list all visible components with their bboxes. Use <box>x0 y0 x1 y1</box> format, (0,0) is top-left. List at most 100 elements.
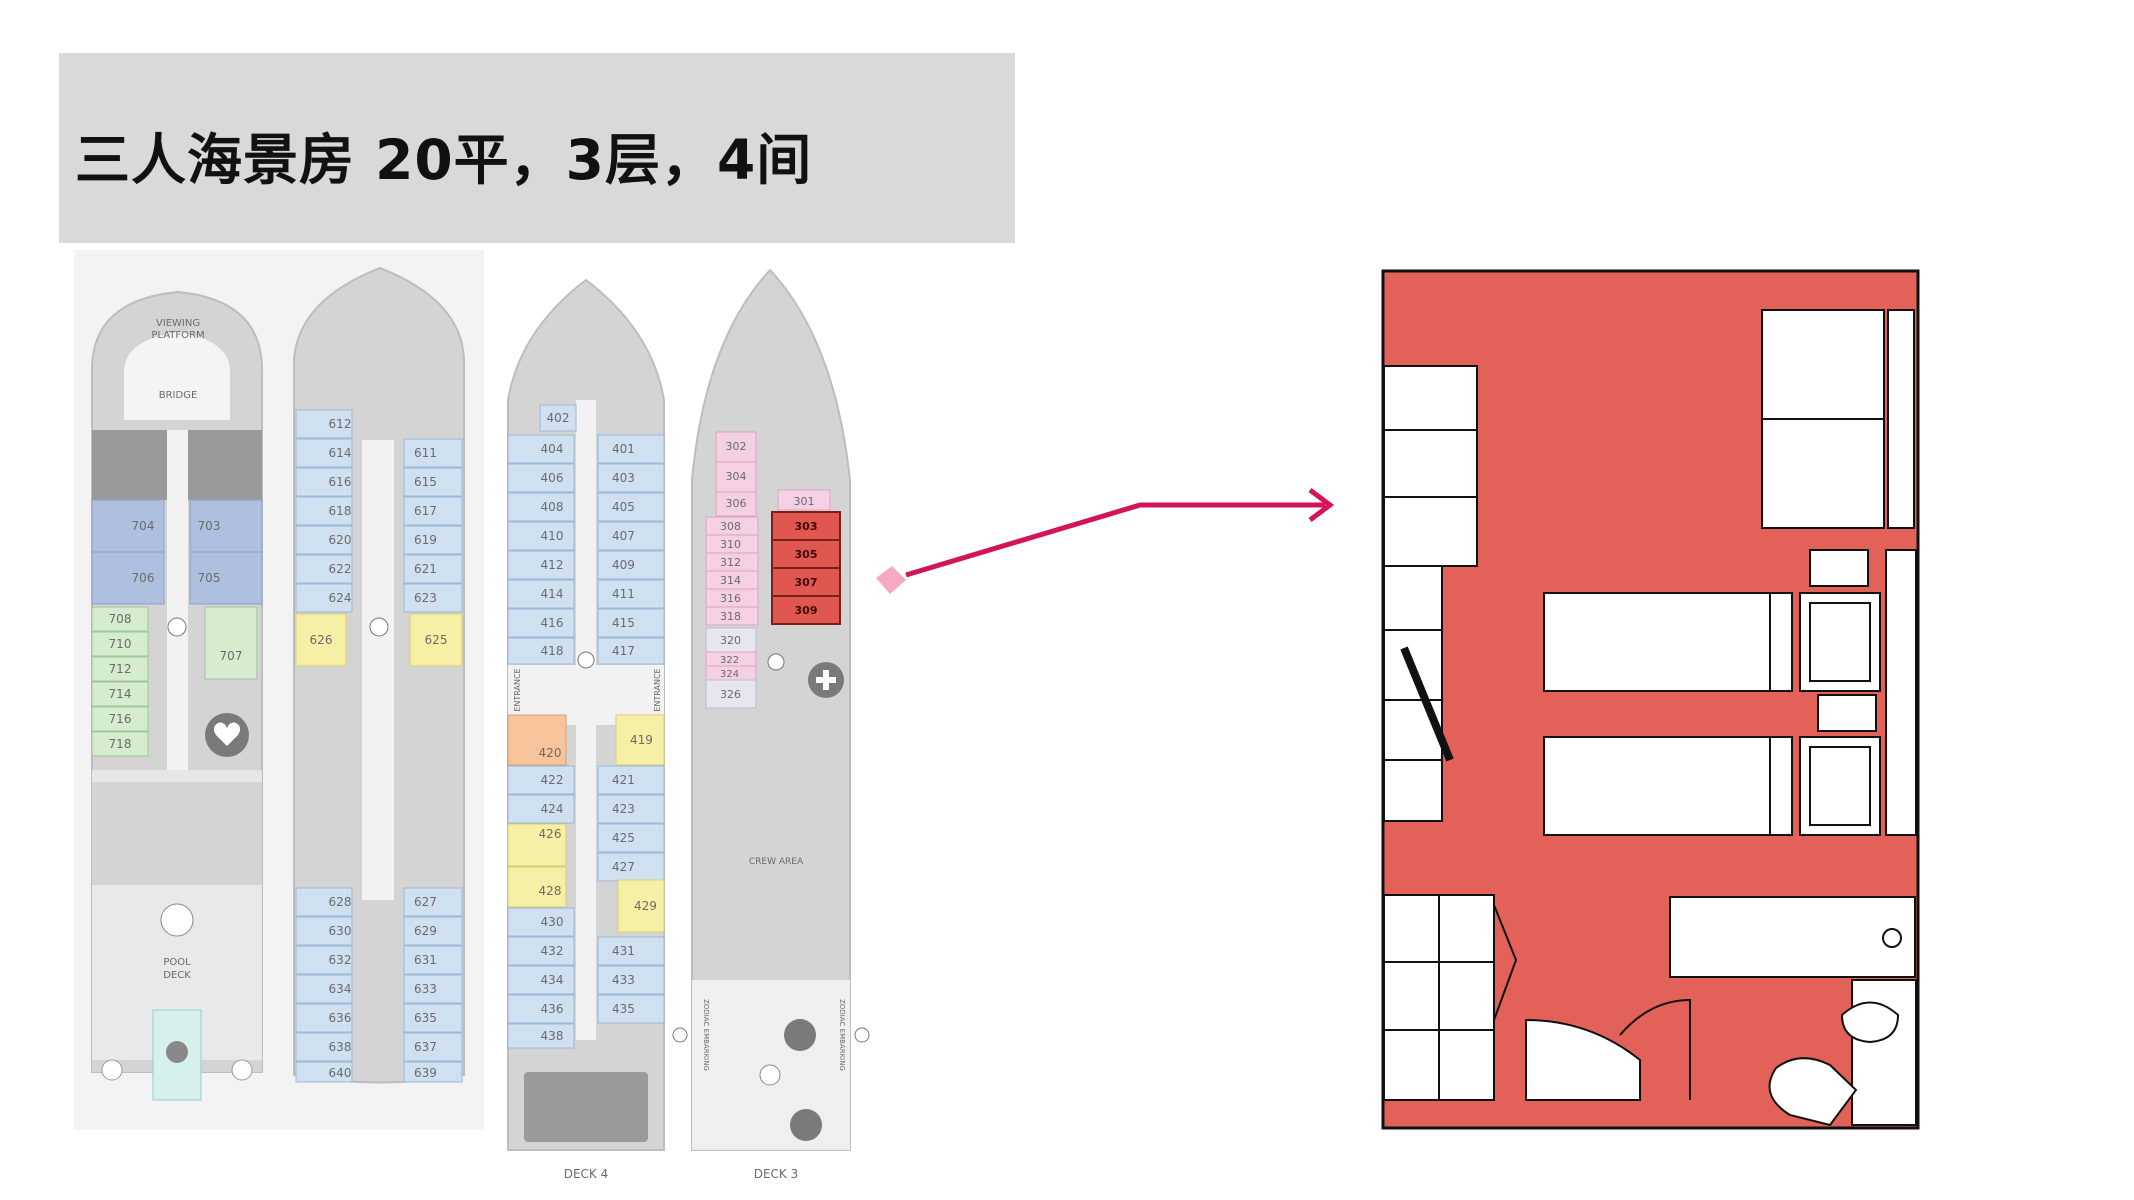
stairs-icon <box>577 651 595 669</box>
bed-upper <box>1543 592 1881 692</box>
cabin-301 <box>777 489 831 511</box>
hot-tub-icon <box>231 1059 253 1081</box>
cabin-label: 414 <box>541 587 564 601</box>
cocktail-icon <box>160 903 194 937</box>
deck-4-aft-left-cabins: 422 424 426 428 430 432 434 436 438 <box>507 765 575 1049</box>
cabin-label: 405 <box>612 500 635 514</box>
cabin-label: 309 <box>795 604 818 617</box>
cabin-label: 303 <box>795 520 818 533</box>
cabin-420 <box>507 714 567 766</box>
cabin-419 <box>615 714 665 766</box>
cabin-label: 404 <box>541 442 564 456</box>
suite-label: 703 <box>198 519 221 533</box>
pool-icon <box>166 1041 188 1063</box>
shower-area <box>1669 896 1916 978</box>
cabin-label: 423 <box>612 802 635 816</box>
cabin-label: 406 <box>541 471 564 485</box>
cabin-label: 430 <box>541 915 564 929</box>
cabin-label: 434 <box>541 973 564 987</box>
deck-4-plan: 402 404 406 408 410 412 414 416 418 <box>507 278 665 1181</box>
cabin-label: 305 <box>795 548 818 561</box>
cabin-309-highlighted <box>771 595 841 625</box>
cabin-label: 308 <box>720 520 741 533</box>
cabin-label: 403 <box>612 471 635 485</box>
zodiac-label: ZODIAC EMBARKING <box>702 999 710 1071</box>
cabin-label: 432 <box>541 944 564 958</box>
wardrobe-door-swing <box>1493 904 1518 1021</box>
cabin-label: 633 <box>414 982 437 996</box>
bridge-label: BRIDGE <box>159 390 198 401</box>
deck-3-left-pink-cabins: 308 310 312 314 316 318 <box>705 516 759 626</box>
hot-tub-icon <box>101 1059 123 1081</box>
cabin-label: 622 <box>329 562 352 576</box>
cabin-label: 322 <box>720 655 739 666</box>
deck-7-dark-block-right <box>188 430 262 500</box>
cabin-label: 615 <box>414 475 437 489</box>
cabin-label: 415 <box>612 616 635 630</box>
deck-3-lower-cabins: 320 322 324 326 <box>705 627 757 709</box>
cabin-426 <box>507 823 567 867</box>
cabin-label: 714 <box>109 687 132 701</box>
sink-icon <box>1840 1001 1900 1044</box>
deck-6-aft-left-cabins: 628 630 632 634 636 638 640 <box>295 887 353 1083</box>
nightstand-middle <box>1817 694 1877 732</box>
cabin-label: 621 <box>414 562 437 576</box>
deck-3-fwd-pink-cabins: 302 304 306 <box>715 431 757 517</box>
cabin-label: 426 <box>539 827 562 841</box>
cabin-label: 302 <box>726 440 747 453</box>
cabin-label: 412 <box>541 558 564 572</box>
cabin-707-label: 707 <box>220 649 243 663</box>
cabin-label: 640 <box>329 1066 352 1080</box>
cabin-label: 431 <box>612 944 635 958</box>
cabin-label: 716 <box>109 712 132 726</box>
cabin-label: 708 <box>109 612 132 626</box>
window-seat-mark <box>1400 646 1454 762</box>
shower-head-icon <box>1882 928 1902 948</box>
cabin-307-highlighted <box>771 567 841 597</box>
cabin-label: 619 <box>414 533 437 547</box>
cabin-label: 421 <box>612 773 635 787</box>
cabin-label: 424 <box>541 802 564 816</box>
cabin-label: 326 <box>720 688 741 701</box>
cabin-label: 402 <box>547 411 570 425</box>
cabin-label: 624 <box>329 591 352 605</box>
crew-area-label: CREW AREA <box>749 857 804 867</box>
cabin-label: 712 <box>109 662 132 676</box>
cabin-label: 636 <box>329 1011 352 1025</box>
deck-4-aft-right-cabins: 421 423 425 427 429 431 433 435 <box>597 765 665 1024</box>
cabin-label: 427 <box>612 860 635 874</box>
deck-6-plan: 612 614 616 618 620 622 624 611 615 617 … <box>293 266 465 1084</box>
deck-6-corridor <box>362 440 394 900</box>
cabin-label: 320 <box>720 634 741 647</box>
cabin-label: 422 <box>541 773 564 787</box>
cabin-label: 436 <box>541 1002 564 1016</box>
cabin-label: 312 <box>720 556 741 569</box>
cabin-label: 418 <box>541 644 564 658</box>
cabin-429 <box>617 879 665 933</box>
arrow-head <box>1308 488 1335 522</box>
deck-4-fwd-left-cabins: 404 406 408 410 412 414 416 418 <box>507 434 575 665</box>
cabin-label: 304 <box>726 470 747 483</box>
cabin-label: 611 <box>414 446 437 460</box>
deck-3-label: DECK 3 <box>754 1167 799 1181</box>
deck-4-label: DECK 4 <box>564 1167 609 1181</box>
cabin-label: 429 <box>634 899 657 913</box>
heart-icon-shape <box>213 722 241 746</box>
cabin-label: 408 <box>541 500 564 514</box>
bathroom-counter <box>1851 979 1917 1126</box>
cabin-label: 401 <box>612 442 635 456</box>
medical-icon-cross-h <box>816 677 836 683</box>
pool-deck-surface <box>92 885 262 1060</box>
deck-7-left-cabins: 708 710 712 714 716 718 <box>91 606 149 757</box>
pool-deck-label-2: DECK <box>163 970 191 981</box>
cabin-label: 419 <box>630 733 653 747</box>
cabin-label: 627 <box>414 895 437 909</box>
cabin-label: 630 <box>329 924 352 938</box>
nightstand-top <box>1809 549 1869 587</box>
bathroom-door-swing <box>1619 998 1691 1100</box>
entrance-label: ENTRANCE <box>513 668 522 711</box>
cabin-label: 618 <box>329 504 352 518</box>
cabin-label: 428 <box>539 884 562 898</box>
cabin-label: 306 <box>726 497 747 510</box>
cabin-label: 318 <box>720 610 741 623</box>
